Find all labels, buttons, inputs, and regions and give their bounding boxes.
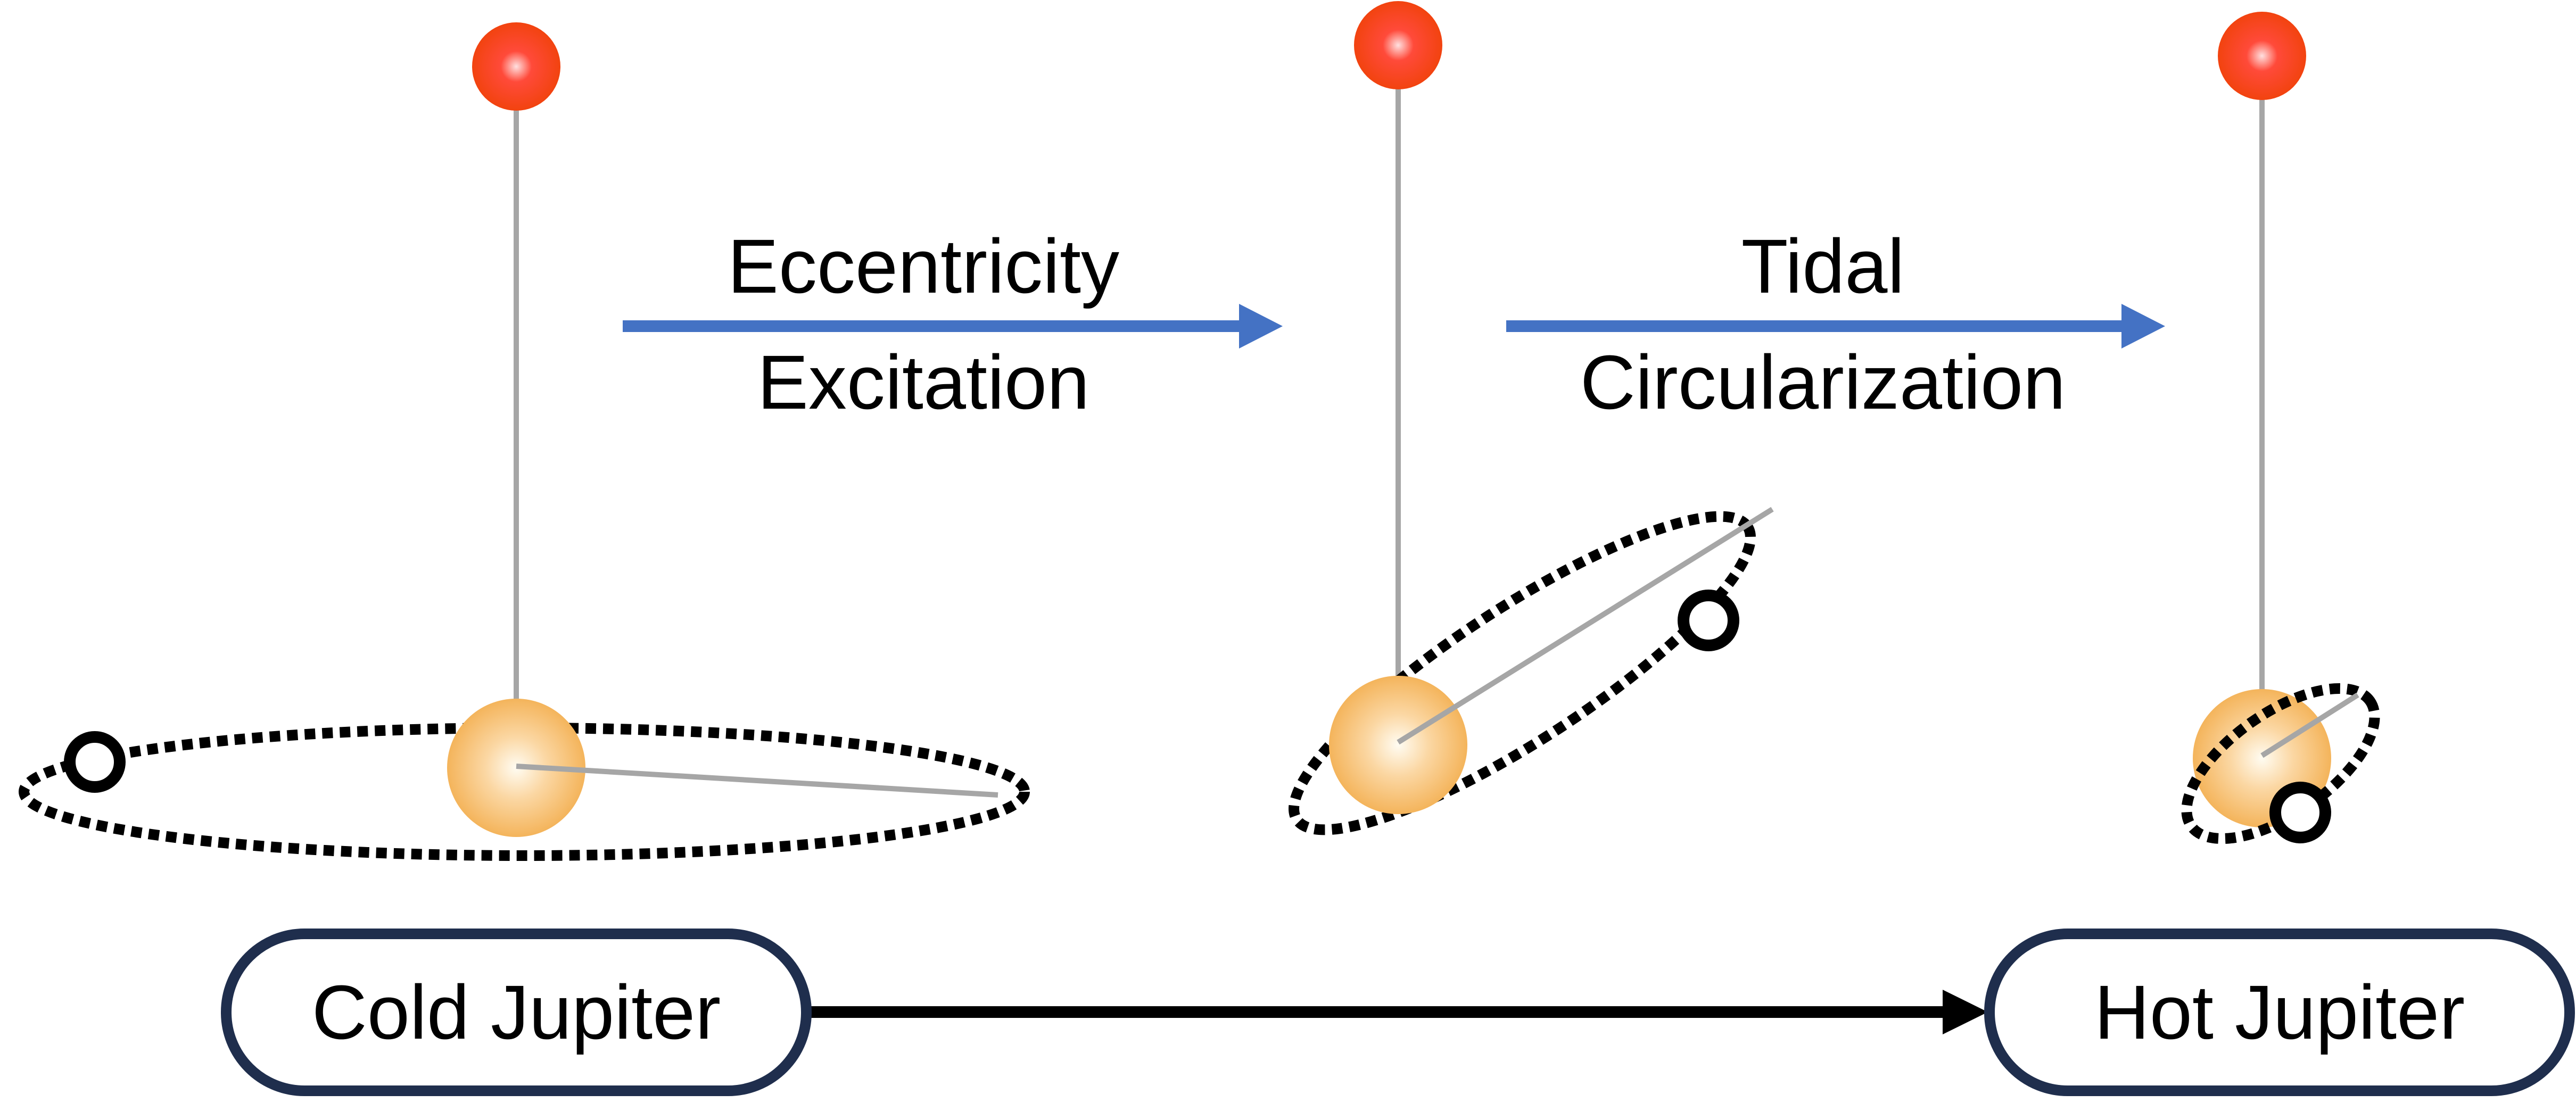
process-label-line2: Circularization [1580, 339, 2066, 425]
process-label-line1: Eccentricity [728, 223, 1119, 309]
cold-jupiter-pill: Cold Jupiter [221, 929, 812, 1096]
orbit-radius-line [2260, 692, 2359, 758]
companion-star-icon [472, 22, 560, 111]
stage-cold-system [19, 22, 1030, 861]
planet-icon [64, 731, 126, 793]
host-star-icon [1329, 676, 1467, 814]
process-label-line2: Excitation [757, 339, 1089, 425]
companion-star-icon [1354, 1, 1442, 89]
hot-jupiter-label: Hot Jupiter [2094, 969, 2465, 1055]
process-tidal-circularization: Tidal Circularization [1506, 223, 2165, 425]
hot-jupiter-pill: Hot Jupiter [1984, 929, 2575, 1096]
planet-icon [2269, 782, 2331, 843]
planet-icon [1678, 590, 1739, 651]
process-arrowhead [2121, 304, 2165, 349]
orbit-ellipse [1289, 511, 1756, 835]
cold-jupiter-label: Cold Jupiter [312, 969, 721, 1055]
process-arrowhead [1239, 304, 1283, 349]
pill-shape [1984, 929, 2575, 1096]
pill-shape [221, 929, 812, 1096]
state-transition: Cold Jupiter Hot Jupiter [221, 929, 2575, 1096]
orbit-radius-line [1397, 507, 1774, 745]
companion-star-icon [2218, 12, 2306, 100]
process-eccentricity-excitation: Eccentricity Excitation [623, 223, 1283, 425]
stage-eccentric-system [1289, 1, 1774, 835]
stage-hot-system [2181, 12, 2380, 844]
orbit-radius-line [516, 764, 998, 798]
state-arrowhead [1943, 990, 1988, 1034]
process-label-line1: Tidal [1741, 223, 1905, 309]
